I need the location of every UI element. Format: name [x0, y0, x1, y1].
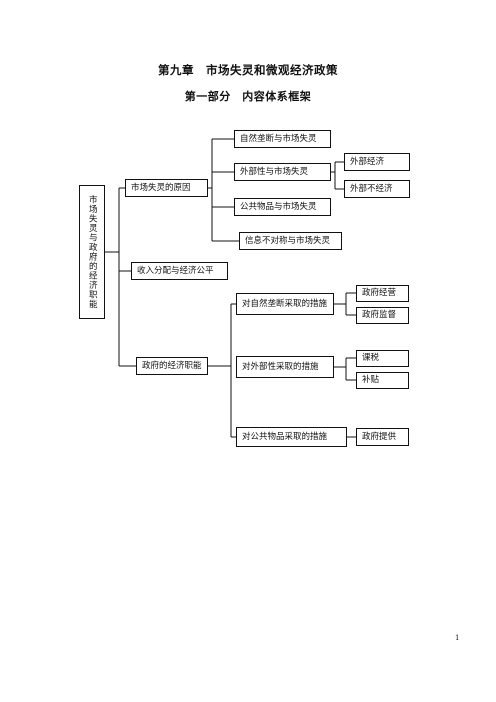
node-external-diseconomy: 外部不经济	[344, 180, 410, 198]
node-government-regulation: 政府监督	[356, 307, 409, 324]
node-taxation: 课税	[356, 350, 409, 367]
node-measures-natural-monopoly: 对自然垄断采取的措施	[236, 293, 334, 315]
node-subsidy: 补贴	[356, 372, 409, 389]
section-title: 第一部分 内容体系框架	[184, 90, 312, 103]
node-externality: 外部性与市场失灵	[234, 163, 331, 181]
node-income-distribution: 收入分配与经济公平	[131, 262, 228, 280]
node-public-goods: 公共物品与市场失灵	[234, 198, 331, 216]
page-number: 1	[455, 634, 460, 642]
node-external-economy: 外部经济	[344, 153, 410, 171]
node-natural-monopoly: 自然垄断与市场失灵	[234, 130, 331, 148]
root-label: 市场失灵与政府的经济职能	[87, 195, 98, 309]
chapter-title: 第九章 市场失灵和微观经济政策	[158, 63, 338, 77]
node-asymmetric-information: 信息不对称与市场失灵	[239, 232, 342, 250]
node-government-functions: 政府的经济职能	[136, 357, 208, 375]
node-measures-public-goods: 对公共物品采取的措施	[236, 427, 347, 447]
root-node: 市场失灵与政府的经济职能	[79, 185, 105, 319]
node-government-provision: 政府提供	[356, 428, 409, 446]
node-market-failure-causes: 市场失灵的原因	[125, 179, 208, 197]
node-government-operation: 政府经营	[356, 285, 409, 302]
node-measures-externality: 对外部性采取的措施	[236, 356, 334, 378]
